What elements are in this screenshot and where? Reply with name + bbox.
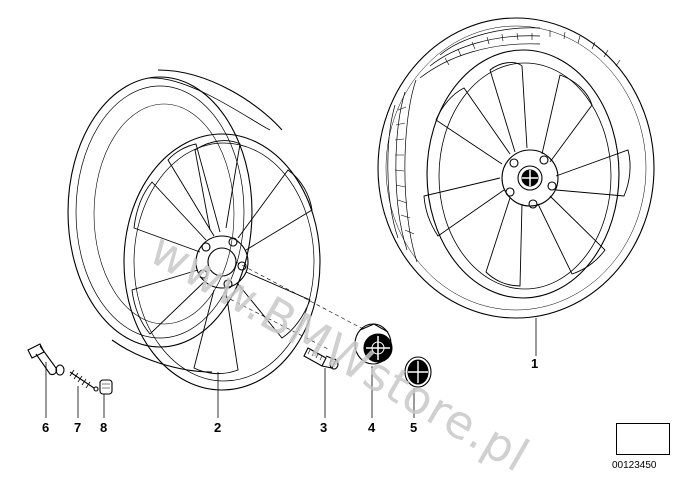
callout-4: 4 [368, 420, 376, 435]
valve-insert [69, 369, 99, 392]
next-page-button[interactable] [616, 423, 670, 455]
document-number: 00123450 [612, 460, 657, 471]
callout-3: 3 [320, 420, 328, 435]
light-alloy-rim [67, 69, 321, 391]
wheel-bolt [303, 347, 339, 370]
complete-wheel-tire [377, 17, 655, 319]
callout-5: 5 [410, 420, 418, 435]
tire-valve [27, 343, 65, 376]
hub-cap [354, 323, 393, 365]
callout-6: 6 [42, 420, 50, 435]
callout-8: 8 [100, 420, 108, 435]
valve-cap [99, 379, 113, 395]
callout-2: 2 [214, 420, 222, 435]
emblem [404, 356, 432, 388]
callout-1: 1 [531, 356, 539, 371]
leader-lines [45, 318, 537, 418]
callout-7: 7 [74, 420, 82, 435]
